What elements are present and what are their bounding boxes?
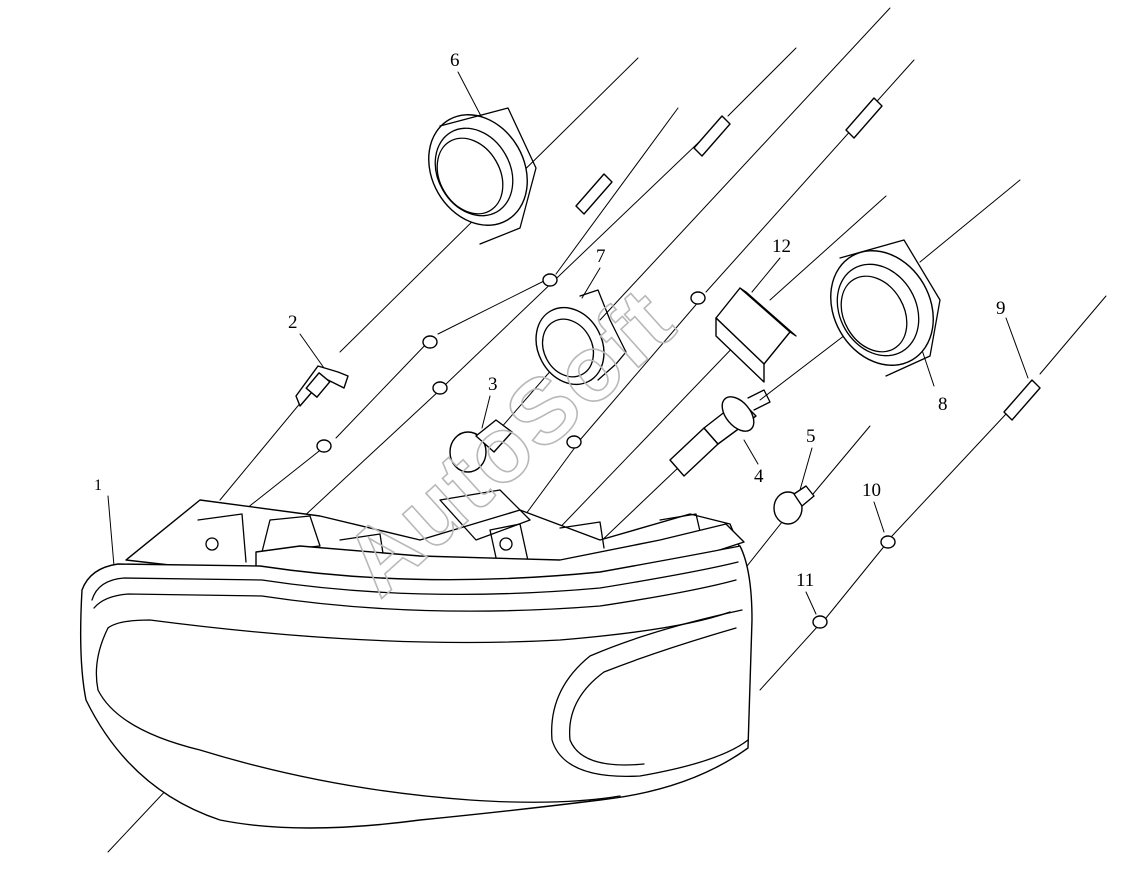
parking-bulb bbox=[449, 419, 513, 473]
callout-8: 8 bbox=[938, 394, 948, 415]
callout-2: 2 bbox=[288, 312, 298, 333]
bulb-cover bbox=[535, 289, 627, 386]
side-bulb bbox=[295, 365, 349, 407]
callout-9: 9 bbox=[996, 298, 1006, 319]
marker-bulb bbox=[773, 485, 815, 525]
callout-labels: 1 2 3 4 5 6 7 8 9 10 11 12 bbox=[94, 50, 1006, 591]
callout-10: 10 bbox=[862, 480, 881, 501]
callout-6: 6 bbox=[450, 50, 460, 71]
callout-12: 12 bbox=[772, 236, 791, 257]
headlamp-housing bbox=[79, 489, 753, 829]
screws bbox=[575, 97, 1041, 421]
main-bulb bbox=[669, 389, 771, 477]
dust-cap-right bbox=[830, 239, 941, 377]
callout-1: 1 bbox=[94, 477, 102, 494]
callout-3: 3 bbox=[488, 374, 498, 395]
dust-cap-top bbox=[428, 107, 537, 245]
washers bbox=[316, 273, 896, 629]
control-module bbox=[715, 287, 797, 383]
callout-5: 5 bbox=[806, 426, 816, 447]
callout-7: 7 bbox=[596, 246, 606, 267]
callout-4: 4 bbox=[754, 466, 764, 487]
callout-11: 11 bbox=[796, 570, 814, 591]
